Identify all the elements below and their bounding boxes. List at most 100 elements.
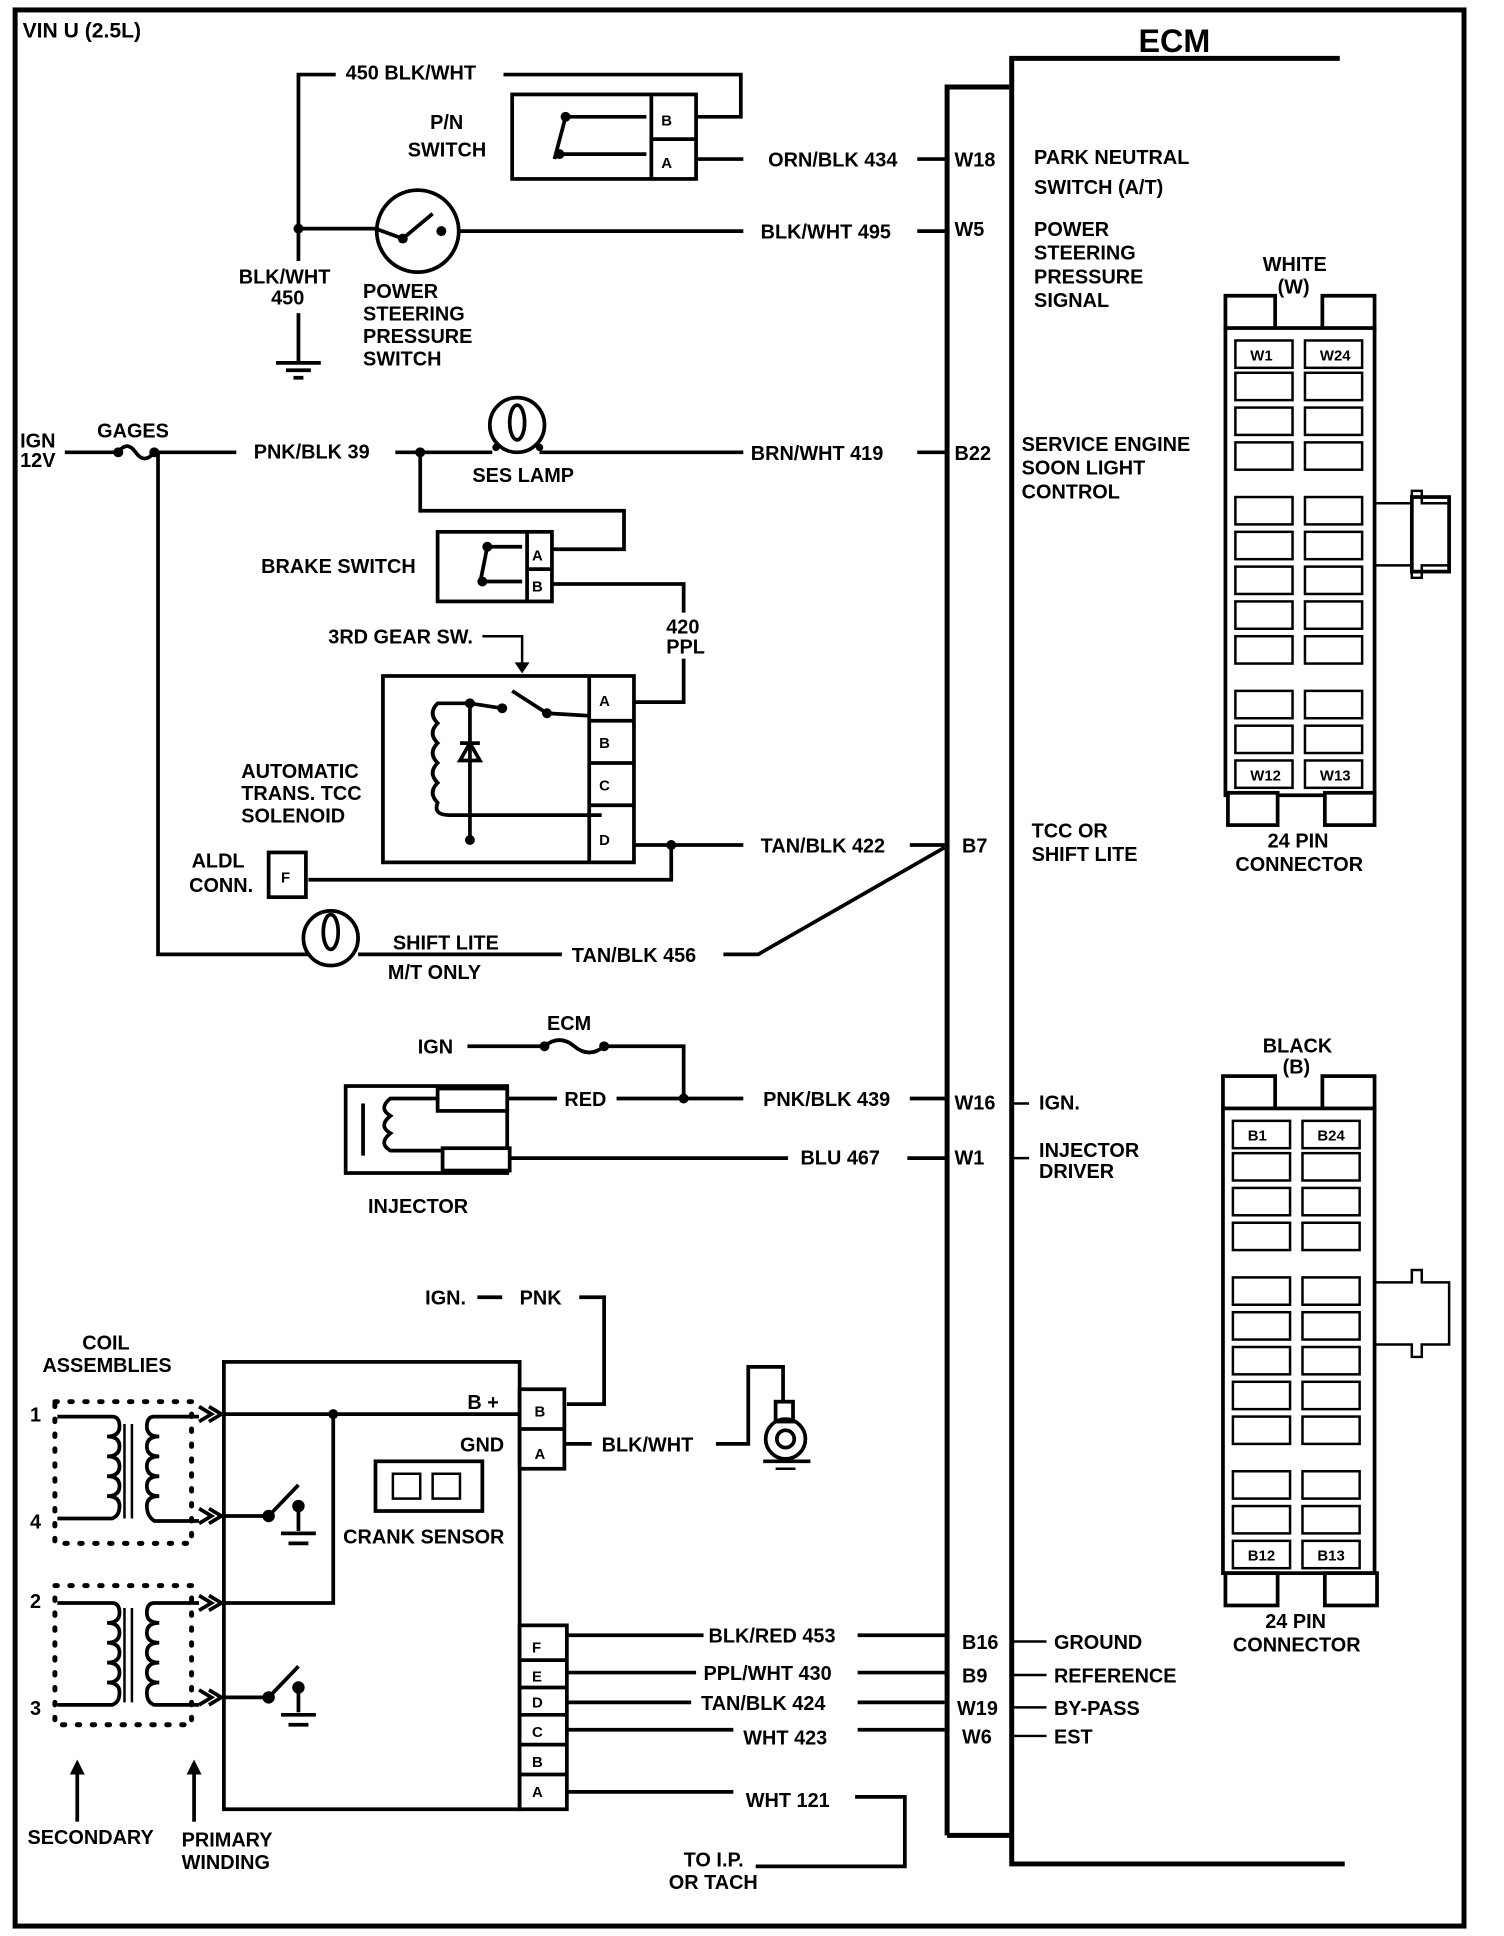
connector-pin-label: W1 <box>1250 348 1272 364</box>
ecm-pin-function: SIGNAL <box>1034 290 1109 312</box>
fuse-label: ECM <box>547 1013 591 1035</box>
connector-code-label: (W) <box>1278 276 1310 298</box>
wire-label: PPL <box>666 637 705 659</box>
connector-pin-cavity <box>1231 1504 1292 1535</box>
component-label: INJECTOR <box>368 1196 468 1218</box>
ecm-pin-function: DRIVER <box>1039 1161 1114 1183</box>
park-neutral-switch-circuit: 450 BLK/WHT B A P/N SWITCH ORN/BLK 434 B… <box>239 63 948 380</box>
wire-label: BLK/WHT 495 <box>761 222 891 244</box>
ecm-pin-function: PARK NEUTRAL <box>1034 147 1189 169</box>
pin-label: C <box>532 1725 543 1741</box>
ecm-pin-function: EST <box>1054 1726 1093 1748</box>
connector-pin-cavity <box>1303 530 1364 561</box>
pin-label: A <box>532 548 543 564</box>
ecm-pin-function: STEERING <box>1034 243 1136 265</box>
module-terminal-label: GND <box>460 1434 504 1456</box>
wire-label: BLK/WHT <box>602 1434 694 1456</box>
connector-color-label: WHITE <box>1263 254 1327 276</box>
connector-pin-cavity <box>1303 759 1364 790</box>
connector-pin-label: B13 <box>1317 1549 1344 1565</box>
connector-pin-cavity <box>1303 600 1364 631</box>
ecm-pin-function: SHIFT LITE <box>1032 844 1138 866</box>
component-label: M/T ONLY <box>388 962 481 984</box>
connector-pin-label: B1 <box>1248 1129 1267 1145</box>
pin-label: A <box>661 156 672 172</box>
ign-label: 12V <box>20 450 56 472</box>
ecm-pin-function: REFERENCE <box>1054 1666 1177 1688</box>
coil-terminal: 2 <box>30 1591 41 1613</box>
secondary-arrow-icon <box>69 1759 85 1822</box>
component-label: SOLENOID <box>241 806 345 828</box>
ecm-pin: B22 <box>955 443 991 465</box>
wire-label: 450 <box>271 287 304 309</box>
connector-pin-cavity <box>1231 1151 1292 1182</box>
ignition-module-circuit: IGN. PNK COIL ASSEMBLIES B A B + GND CRA… <box>28 1288 948 1894</box>
wire-label: BLU 467 <box>800 1147 880 1169</box>
pin-label: B <box>599 736 610 752</box>
connector-code-label: (B) <box>1283 1057 1311 1079</box>
pin-label: A <box>532 1785 543 1801</box>
component-label: TRANS. TCC <box>241 783 361 805</box>
connector-pin-cavity <box>1234 406 1294 437</box>
ecm-pin: B7 <box>962 835 987 857</box>
connector-pin-cavity <box>1301 1276 1361 1306</box>
coil-terminal: 4 <box>30 1511 41 1533</box>
connector-pin-cavity <box>1231 1186 1292 1217</box>
component-label: SHIFT LITE <box>393 932 499 954</box>
tach-label: OR TACH <box>669 1872 758 1894</box>
connector-pin-cavity <box>1301 1504 1361 1535</box>
pin-label: B <box>535 1405 546 1421</box>
ecm-pin: W19 <box>957 1698 998 1720</box>
wire-label: BLK/WHT <box>239 266 331 288</box>
ign-label: IGN. <box>425 1288 466 1310</box>
ses-lamp-icon <box>487 395 547 455</box>
connector-pin-cavity <box>1234 441 1294 471</box>
ecm-pin: W5 <box>955 219 985 241</box>
component-label: BRAKE SWITCH <box>261 556 416 578</box>
component-label: AUTOMATIC <box>241 761 358 783</box>
pin-label: A <box>599 694 610 710</box>
pin-label: C <box>599 778 610 794</box>
connector-pin-cavity <box>1234 724 1294 755</box>
ecm-pin: B9 <box>962 1666 987 1688</box>
pin-label: B <box>532 1755 543 1771</box>
coil-terminal: 3 <box>30 1698 41 1720</box>
connector-pin-cavity <box>1301 1539 1361 1570</box>
connector-pin-label: B24 <box>1317 1129 1345 1145</box>
component-label: POWER <box>363 281 438 303</box>
module-terminal-label: B + <box>467 1392 498 1414</box>
shift-lite-icon <box>301 908 360 968</box>
connector-pin-cavity <box>1234 759 1294 790</box>
connector-pin-cavity <box>1303 371 1364 402</box>
ecm-pin-list: W18 PARK NEUTRAL SWITCH (A/T) W5 POWER S… <box>955 147 1191 1748</box>
connector-pin-cavity <box>1301 1119 1361 1150</box>
ecm-pin: W16 <box>955 1093 996 1115</box>
ecm-module: ECM <box>944 23 1345 1867</box>
connector-pin-cavity <box>1234 634 1294 665</box>
connector-pin-cavity <box>1231 1345 1292 1376</box>
ecm-pin-function: CONTROL <box>1022 481 1120 503</box>
connector-pin-cavity <box>1303 495 1364 526</box>
ecm-pin-function: SWITCH (A/T) <box>1034 177 1163 199</box>
component-label: CONN. <box>189 875 253 897</box>
fuse-label: GAGES <box>97 420 169 442</box>
connector-pin-cavity <box>1231 1415 1292 1446</box>
ecm-pin-function: SERVICE ENGINE <box>1022 434 1191 456</box>
wire-label: PNK/BLK 439 <box>763 1089 890 1111</box>
component-label: ASSEMBLIES <box>42 1355 171 1377</box>
connector-pin-cavity <box>1303 406 1364 437</box>
fuse-icon <box>113 444 160 461</box>
ecm-pin-function: POWER <box>1034 219 1109 241</box>
component-label: SWITCH <box>363 348 441 370</box>
ecm-pin-function: SOON LIGHT <box>1022 458 1146 480</box>
coil-label: WINDING <box>182 1852 270 1874</box>
component-label: ALDL <box>192 850 245 872</box>
connector-pin-cavity <box>1301 1470 1361 1500</box>
wire-label: PNK/BLK 39 <box>254 442 370 464</box>
component-label: SWITCH <box>408 140 486 162</box>
connector-caption: 24 PIN <box>1268 830 1329 852</box>
connector-pin-cavity <box>1234 530 1294 561</box>
ecm-pin-function: PRESSURE <box>1034 266 1143 288</box>
